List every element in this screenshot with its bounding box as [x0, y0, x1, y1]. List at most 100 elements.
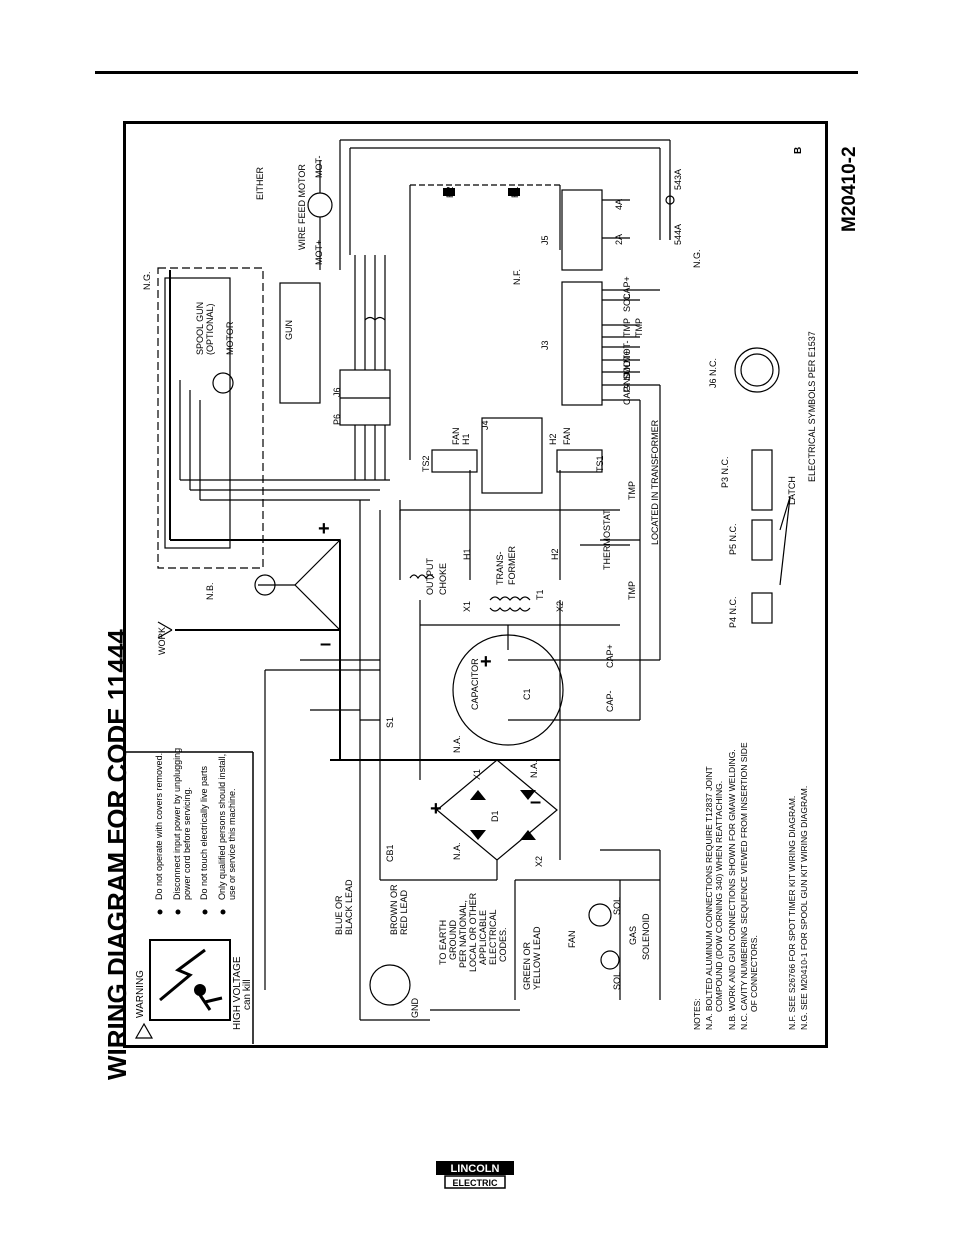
gas-solenoid-icon: [600, 950, 620, 970]
diode-icon: [470, 790, 486, 800]
label-j3-sol-2: SOL: [622, 362, 632, 380]
label-trans: TRANS-: [495, 551, 505, 585]
label-544a: 544A: [673, 224, 683, 245]
warning-hazard-2: can kill: [242, 979, 253, 1010]
label-tmp-2: TMP: [627, 481, 637, 500]
label-sol-1: SOL: [612, 972, 622, 990]
warning-bullet-4b: use or service this machine.: [227, 788, 237, 900]
label-j3-sol: SOL: [622, 294, 632, 312]
spool-gun-motor-icon: [212, 372, 234, 394]
label-optional: (OPTIONAL): [205, 303, 215, 355]
bullet-dot: [220, 909, 226, 915]
label-h2: H2: [548, 433, 558, 445]
label-ng: N.G.: [142, 271, 152, 290]
note-nc-2: OF CONNECTORS.: [749, 935, 759, 1012]
label-cap-plus: CAP+: [605, 644, 615, 668]
warning-bullet-2a: Disconnect input power by unplugging: [172, 748, 182, 900]
note-nc-1: N.C. CAVITY NUMBERING SEQUENCE VIEWED FR…: [739, 742, 749, 1030]
warning-hazard: HIGH VOLTAGE: [232, 956, 243, 1030]
logo-bottom-bar: [444, 1175, 506, 1189]
warning-heading: WARNING: [135, 970, 146, 1018]
label-c1: C1: [522, 688, 532, 700]
label-mot-plus: MOT+: [314, 240, 324, 265]
lincoln-electric-logo: LINCOLN ELECTRIC: [436, 1161, 514, 1189]
label-green-or: GREEN OR: [522, 941, 532, 990]
gun-coil-icon: [364, 316, 386, 321]
warning-triangle-icon: [134, 1022, 154, 1039]
label-na-1: N.A.: [452, 735, 462, 753]
drawing-number: M20410-2: [839, 146, 860, 232]
person-head-icon: [194, 984, 206, 996]
notes: NOTES: N.A. BOLTED ALUMINUM CONNECTIONS …: [692, 742, 809, 1030]
symbols: [157, 188, 620, 970]
note-na-1: N.A. BOLTED ALUMINUM CONNECTIONS REQUIRE…: [704, 766, 714, 1030]
label-j3-cap-plus: CAP+: [622, 276, 632, 300]
label-na-2: N.A.: [529, 760, 539, 778]
note-nb: N.B. WORK AND GUN CONNECTIONS SHOWN FOR …: [727, 749, 737, 1030]
label-earth-4: LOCAL OR OTHER: [468, 892, 478, 972]
label-nb: N.B.: [205, 582, 215, 600]
ground-symbol-icon: [254, 574, 276, 596]
label-j3-mot-minus: MOT-: [622, 341, 632, 364]
label-ts2: TS2: [421, 455, 431, 472]
label-j5: J5: [540, 235, 550, 245]
label-fan-motor: FAN: [567, 930, 577, 948]
warning-bullet-3: Do not touch electrically live parts: [199, 765, 209, 900]
label-motor: MOTOR: [225, 321, 235, 355]
note-nf: N.F. SEE S26766 FOR SPOT TIMER KIT WIRIN…: [787, 796, 797, 1030]
label-solenoid: SOLENOID: [641, 913, 651, 960]
r2-potentiometer-icon: [443, 188, 455, 196]
label-x2: X2: [555, 601, 565, 612]
label-earth-6: ELECTRICAL: [488, 909, 498, 965]
label-h1-lower: H1: [462, 548, 472, 560]
person-body-icon: [198, 994, 223, 1011]
label-j3-tmp-2: TMP: [634, 318, 644, 337]
label-work: WORK: [157, 627, 167, 655]
label-cb1: CB1: [385, 844, 395, 862]
label-either: EITHER: [255, 166, 265, 200]
label-gnd: GND: [410, 998, 420, 1019]
label-red-lead: RED LEAD: [399, 889, 409, 935]
r1-potentiometer-icon: [508, 188, 520, 196]
labels: EITHER WIRE FEED MOTOR MOT+ MOT- N.G. SP…: [142, 156, 817, 1019]
label-sol-2: SOL: [612, 897, 622, 915]
label-na-3: N.A.: [452, 842, 462, 860]
label-latch: LATCH: [787, 476, 797, 505]
cap-plus-mark: +: [480, 651, 492, 673]
label-j5-4a: 4A: [614, 199, 624, 210]
warning-bullet-4a: Only qualified persons should install,: [217, 754, 227, 900]
label-mot-minus: MOT-: [314, 156, 324, 179]
diode-icon: [520, 830, 536, 840]
label-x2-bridge: X2: [534, 856, 544, 867]
note-na-2: COMPOUND (DOW CORNING 340) WHEN REATTACH…: [714, 781, 724, 1012]
label-cap-minus: CAP-: [605, 690, 615, 712]
diode-icon: [520, 790, 536, 800]
label-yellow-lead: YELLOW LEAD: [532, 926, 542, 990]
wires: [157, 139, 791, 1021]
page-top-rule: [95, 71, 858, 74]
label-capacitor: CAPACITOR: [470, 658, 480, 710]
label-j3: J3: [540, 340, 550, 350]
label-j3-mot-plus: MOT+: [622, 350, 632, 375]
logo-electric: ELECTRIC: [453, 1178, 499, 1188]
electric-shock-icon: [149, 939, 231, 1021]
fan-motor-icon: [588, 903, 612, 927]
note-ng: N.G. SEE M20410-1 FOR SPOOL GUN KIT WIRI…: [799, 786, 809, 1030]
label-p6: P6: [332, 414, 342, 425]
label-gas: GAS: [628, 926, 638, 945]
label-thermostat: THERMOSTAT: [602, 509, 612, 570]
label-t1: T1: [535, 589, 545, 600]
diagram-title: WIRING DIAGRAM FOR CODE 11444: [102, 629, 132, 1080]
label-earth-5: APPLICABLE: [478, 910, 488, 965]
label-located-in-transformer: LOCATED IN TRANSFORMER: [650, 419, 660, 545]
label-fan-ts1: FAN: [562, 427, 572, 445]
warning-block: WARNING HIGH VOLTAGE can kill Do not ope…: [134, 748, 253, 1039]
label-black-lead: BLACK LEAD: [344, 879, 354, 935]
label-ts1: TS1: [595, 455, 605, 472]
label-gun: GUN: [284, 320, 294, 340]
label-x1: X1: [462, 601, 472, 612]
sheet-border: [123, 121, 828, 1048]
polarity-marks: + – + + –: [318, 518, 541, 820]
label-fan-ts2: FAN: [451, 427, 461, 445]
label-spool-gun: SPOOL GUN: [195, 302, 205, 355]
